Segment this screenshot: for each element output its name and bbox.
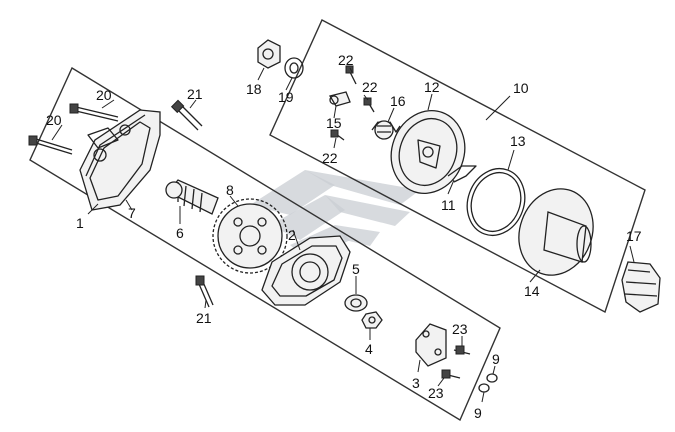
callout-9-upper: 9 bbox=[492, 351, 500, 367]
callout-20-top: 20 bbox=[96, 87, 112, 103]
kit-10-frame bbox=[269, 19, 646, 314]
part-pump-cover bbox=[79, 109, 161, 211]
callout-22-low: 22 bbox=[322, 150, 338, 166]
part-sprocket bbox=[621, 261, 661, 313]
part-washer-9-lower bbox=[478, 383, 490, 393]
part-screw-22-top bbox=[345, 65, 357, 85]
callout-19: 19 bbox=[278, 89, 294, 105]
callout-labels: 20 20 21 1 7 6 8 2 21 5 4 3 23 23 9 9 18… bbox=[46, 52, 642, 421]
part-collar bbox=[257, 39, 281, 69]
callout-2: 2 bbox=[288, 227, 296, 243]
part-screw-23-upper bbox=[453, 345, 471, 355]
callout-23-lower: 23 bbox=[428, 385, 444, 401]
callout-21-bottom: 21 bbox=[196, 310, 212, 326]
callout-11: 11 bbox=[441, 197, 456, 213]
callout-6: 6 bbox=[176, 225, 184, 241]
part-screw-23-lower bbox=[441, 369, 461, 379]
callout-22-mid: 22 bbox=[362, 79, 378, 95]
callout-8: 8 bbox=[226, 182, 234, 198]
part-shaft bbox=[165, 179, 219, 215]
part-drive-gear bbox=[212, 198, 288, 274]
callout-7: 7 bbox=[128, 205, 136, 221]
main-assembly-frame bbox=[29, 66, 501, 422]
part-bolt-21-lower bbox=[195, 275, 214, 308]
callout-5: 5 bbox=[352, 261, 360, 277]
part-flange bbox=[518, 188, 594, 276]
callout-1: 1 bbox=[76, 215, 84, 231]
leader-lines bbox=[51, 67, 635, 403]
callout-16: 16 bbox=[390, 93, 406, 109]
callout-14: 14 bbox=[524, 283, 540, 299]
callout-17: 17 bbox=[626, 228, 642, 244]
callout-10: 10 bbox=[513, 80, 529, 96]
callout-22-top: 22 bbox=[338, 52, 354, 68]
part-bushing bbox=[344, 294, 368, 312]
callout-23-upper: 23 bbox=[452, 321, 468, 337]
part-washer-19 bbox=[284, 57, 304, 79]
part-gasket-ring bbox=[466, 167, 526, 237]
callout-15: 15 bbox=[326, 115, 342, 131]
callout-18: 18 bbox=[246, 81, 262, 97]
callout-3: 3 bbox=[412, 375, 420, 391]
part-plate bbox=[415, 323, 447, 367]
callout-21-top: 21 bbox=[187, 86, 203, 102]
part-rotor-plate bbox=[390, 110, 466, 194]
part-screw-22-mid bbox=[363, 97, 375, 113]
part-bolt-20-upper bbox=[69, 103, 119, 122]
part-bolt-21-upper bbox=[170, 99, 203, 131]
part-clip bbox=[447, 165, 477, 183]
callout-12: 12 bbox=[424, 79, 440, 95]
part-screw-22-low bbox=[330, 129, 345, 141]
part-spring-16 bbox=[371, 120, 401, 140]
callout-20-left: 20 bbox=[46, 112, 62, 128]
part-washer-9-upper bbox=[486, 373, 498, 383]
callout-9-lower: 9 bbox=[474, 405, 482, 421]
part-bolt-20-lower bbox=[28, 135, 73, 155]
part-pin-15 bbox=[328, 91, 351, 107]
part-nut bbox=[361, 311, 383, 329]
part-pump-body bbox=[261, 235, 351, 306]
callout-13: 13 bbox=[510, 133, 526, 149]
callout-4: 4 bbox=[365, 341, 373, 357]
